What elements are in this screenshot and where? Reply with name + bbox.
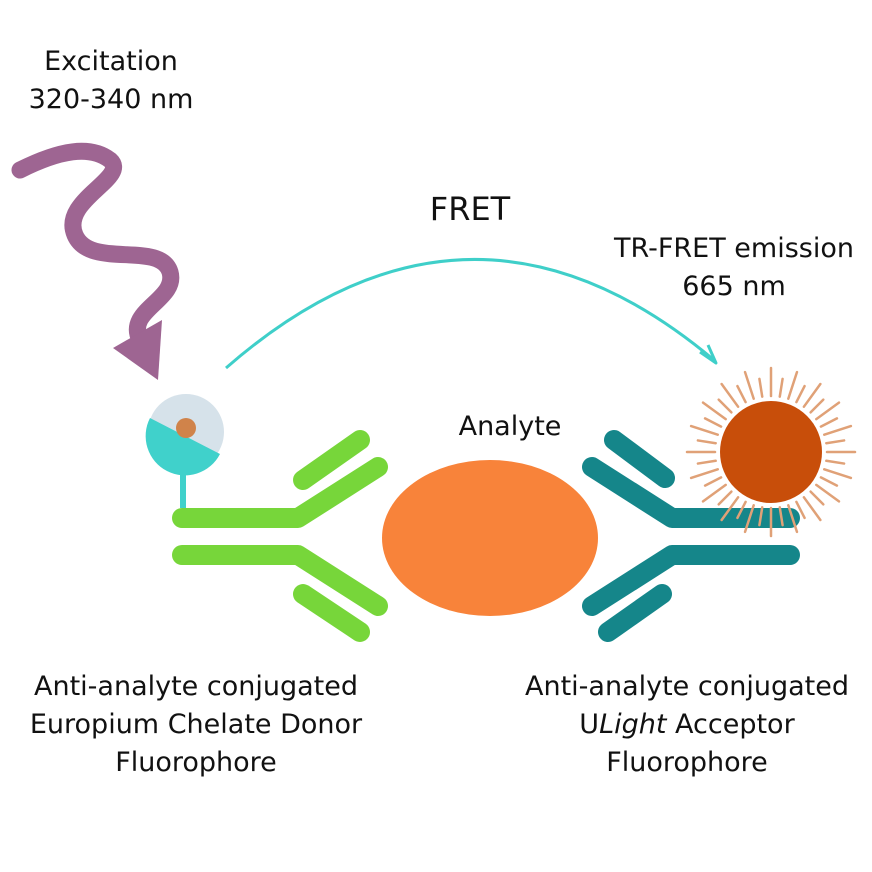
analyte-ellipse xyxy=(382,460,598,616)
sun-ray xyxy=(743,504,755,534)
emission-label: TR-FRET emission 665 nm xyxy=(602,230,866,306)
excitation-label-line1: Excitation xyxy=(44,46,178,77)
sun-ray xyxy=(720,496,740,522)
fret-arrowhead xyxy=(699,344,718,365)
sun-ray xyxy=(778,377,784,398)
acceptor-label-suffix: Acceptor xyxy=(666,709,795,740)
sun-ray xyxy=(717,398,733,414)
fluorophore-icon xyxy=(145,394,224,508)
acceptor-label-line2: ULight Acceptor xyxy=(505,706,869,744)
sun-ray xyxy=(696,459,717,465)
wavy-arrow-icon xyxy=(11,142,180,380)
sun-ray xyxy=(787,504,799,534)
sun-ray xyxy=(795,384,806,404)
sun-ray xyxy=(736,500,747,520)
curved-arrow-icon xyxy=(225,258,718,370)
sun-ray xyxy=(802,382,822,408)
sun-rays xyxy=(685,366,857,538)
donor-heavy-chain-top xyxy=(172,457,388,528)
donor-light-chain-bottom xyxy=(293,584,370,642)
sun-ray xyxy=(815,401,841,421)
sun-ray xyxy=(825,459,846,465)
acceptor-heavy-chain-bottom xyxy=(582,545,800,616)
donor-core xyxy=(176,418,196,438)
fret-arrow-curve xyxy=(225,258,715,370)
sun-ray xyxy=(696,439,717,445)
sun-ray xyxy=(823,424,853,436)
donor-light-chain-top xyxy=(293,430,370,490)
sun-ray xyxy=(809,398,825,414)
donor-label-line3: Fluorophore xyxy=(115,747,277,778)
acceptor-label-line1: Anti-analyte conjugated xyxy=(525,671,849,702)
acceptor-label-line3: Fluorophore xyxy=(606,747,768,778)
acceptor-label-prefix: U xyxy=(579,709,600,740)
sun-ray xyxy=(758,377,764,398)
sun-ray xyxy=(701,483,727,503)
emission-label-line2: 665 nm xyxy=(682,271,786,302)
sun-ray xyxy=(795,500,806,520)
sun-ray xyxy=(758,506,764,527)
excitation-wave xyxy=(11,142,180,349)
sun-ray xyxy=(815,483,841,503)
sun-ray xyxy=(703,476,723,487)
sun-ray xyxy=(778,506,784,527)
acceptor-label-italic: Light xyxy=(599,709,667,740)
acceptor-light-chain-bottom xyxy=(598,584,672,642)
sun-ray xyxy=(717,490,733,506)
sun-ray xyxy=(689,468,719,480)
sun-ray xyxy=(743,370,755,400)
sun-ray xyxy=(689,424,719,436)
sun-ray xyxy=(802,496,822,522)
excitation-label-line2: 320-340 nm xyxy=(28,84,194,115)
fret-label: FRET xyxy=(429,190,511,228)
donor-label: Anti-analyte conjugated Europium Chelate… xyxy=(10,668,382,782)
sun-icon xyxy=(685,366,857,538)
donor-label-line2: Europium Chelate Donor xyxy=(29,709,363,740)
donor-wedge xyxy=(145,418,220,476)
emission-label-line1: TR-FRET emission xyxy=(613,233,854,264)
sun-ray xyxy=(701,401,727,421)
acceptor-label: Anti-analyte conjugated ULight Acceptor … xyxy=(505,668,869,782)
analyte-label: Analyte xyxy=(458,411,562,442)
sun-ray xyxy=(720,382,740,408)
sun-ray xyxy=(825,439,846,445)
donor-label-line1: Anti-analyte conjugated xyxy=(34,671,358,702)
donor-heavy-chain-bottom xyxy=(172,545,388,616)
excitation-label: Excitation 320-340 nm xyxy=(8,43,214,119)
sun-ray xyxy=(823,468,853,480)
sun-ray xyxy=(787,370,799,400)
acceptor-light-chain-top xyxy=(604,430,675,488)
donor-antibody xyxy=(172,430,388,642)
excitation-arrowhead xyxy=(113,320,162,380)
sun-ray xyxy=(809,490,825,506)
sun-ray xyxy=(703,417,723,428)
acceptor-sun-core xyxy=(720,401,822,503)
sun-ray xyxy=(819,417,839,428)
sun-ray xyxy=(819,476,839,487)
sun-ray xyxy=(736,384,747,404)
